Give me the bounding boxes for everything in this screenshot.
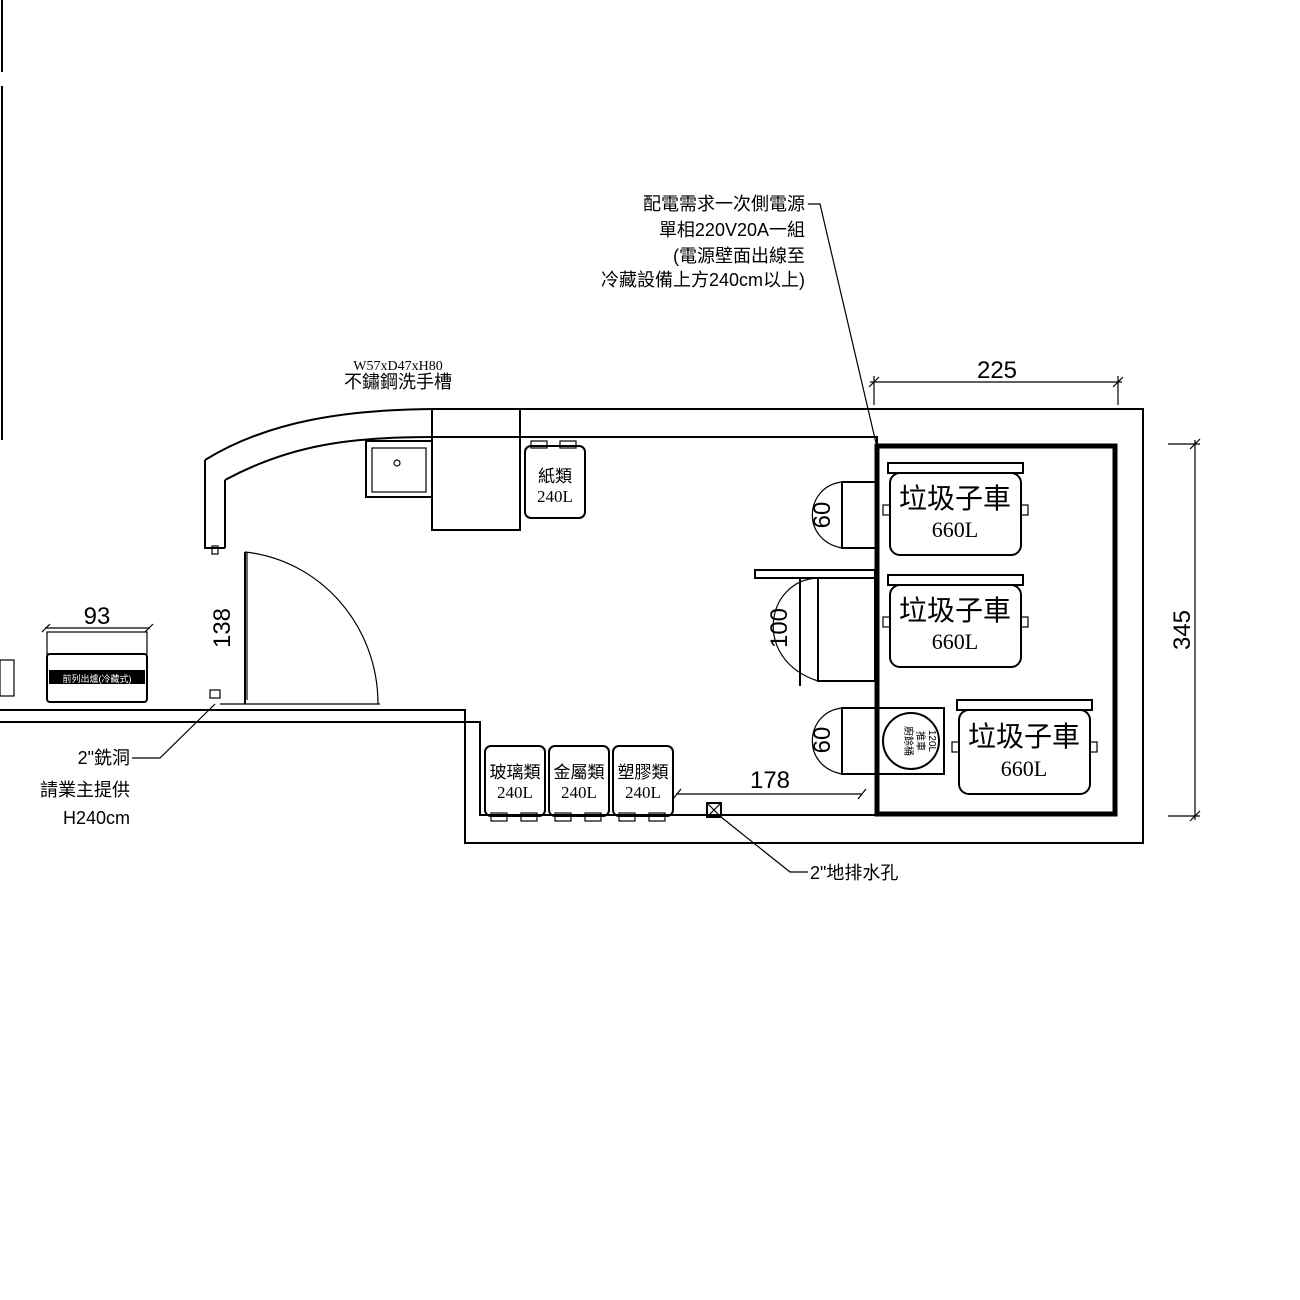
cart2-volume: 660L [932,629,978,654]
garbage-cart-2: 垃圾子車 660L [882,574,1029,668]
power-note: 配電需求一次側電源 單相220V20A一組 (電源壁面出線至 冷藏設備上方240… [601,194,877,444]
dimension-door-left: 138 [209,552,248,700]
garbage-cart-3: 垃圾子車 660L [951,699,1098,795]
dim-345-label: 345 [1169,610,1196,650]
bin-glass-name: 玻璃類 [490,763,541,782]
bin-paper: 紙類 240L [524,440,586,519]
dimension-bottom-gap: 178 [672,767,867,800]
cart3-volume: 660L [1001,756,1047,781]
sink-note: W57xD47xH80 不鏽鋼洗手槽 [344,359,452,392]
equipment-label: 前列出爐(冷藏式) [63,673,132,684]
door-top: 60 [809,481,878,549]
dim-100-label: 100 [766,608,793,648]
floor-drain: 2"地排水孔 [706,802,898,883]
cart1-volume: 660L [932,517,978,542]
hand-wash-sink [365,440,433,498]
dim-93-label: 93 [84,603,111,630]
bin-paper-name: 紙類 [538,467,572,486]
bin-paper-volume: 240L [537,487,573,506]
sink-size-label: W57xD47xH80 [353,359,442,374]
bin-metal: 金屬類 240L [548,745,610,822]
bin-plastic-volume: 240L [625,783,661,802]
dimension-top: 225 [868,357,1124,405]
food-bin-volume: 120L [926,730,937,753]
hole-note: 2"銑洞 請業主提供 H240cm [40,703,216,828]
equipment-unit: 前列出爐(冷藏式) [0,631,148,703]
dim-60-bottom-label: 60 [809,727,836,754]
hole-note-line1: 2"銑洞 [78,748,130,768]
hole-note-line3: H240cm [63,808,130,828]
left-door [209,545,380,705]
power-line3: (電源壁面出線至 [673,246,805,266]
dim-138-label: 138 [209,608,236,648]
hole-note-line2: 請業主提供 [40,780,130,800]
bin-plastic-name: 塑膠類 [618,763,669,782]
door-bottom: 60 [809,707,878,775]
cart1-name: 垃圾子車 [899,483,1011,515]
sink-name-label: 不鏽鋼洗手槽 [344,372,452,392]
bin-metal-volume: 240L [561,783,597,802]
bin-metal-name: 金屬類 [554,763,605,782]
bin-glass-volume: 240L [497,783,533,802]
room-walls [0,408,1144,844]
cart3-name: 垃圾子車 [968,721,1080,753]
wall-pier [431,408,521,531]
bin-glass: 玻璃類 240L [484,745,546,822]
cold-room [874,443,1118,817]
door-middle: 100 [754,569,876,686]
power-line1: 配電需求一次側電源 [643,194,805,214]
dim-60-top-label: 60 [809,502,836,529]
power-line2: 單相220V20A一組 [659,220,805,240]
drain-note-label: 2"地排水孔 [810,863,898,883]
power-line4: 冷藏設備上方240cm以上) [601,270,805,290]
dimension-right: 345 [1168,438,1201,822]
food-bin-line1: 廚餘桶 [902,726,915,756]
food-waste-bin: 廚餘桶 推車 120L [877,707,945,775]
bin-plastic: 塑膠類 240L [612,745,674,822]
cart2-name: 垃圾子車 [899,595,1011,627]
dim-178-label: 178 [750,767,790,794]
dimension-equipment: 93 [41,603,154,633]
dim-225-label: 225 [977,357,1017,384]
garbage-cart-1: 垃圾子車 660L [882,462,1029,556]
food-bin-line2: 推車 [914,731,927,751]
